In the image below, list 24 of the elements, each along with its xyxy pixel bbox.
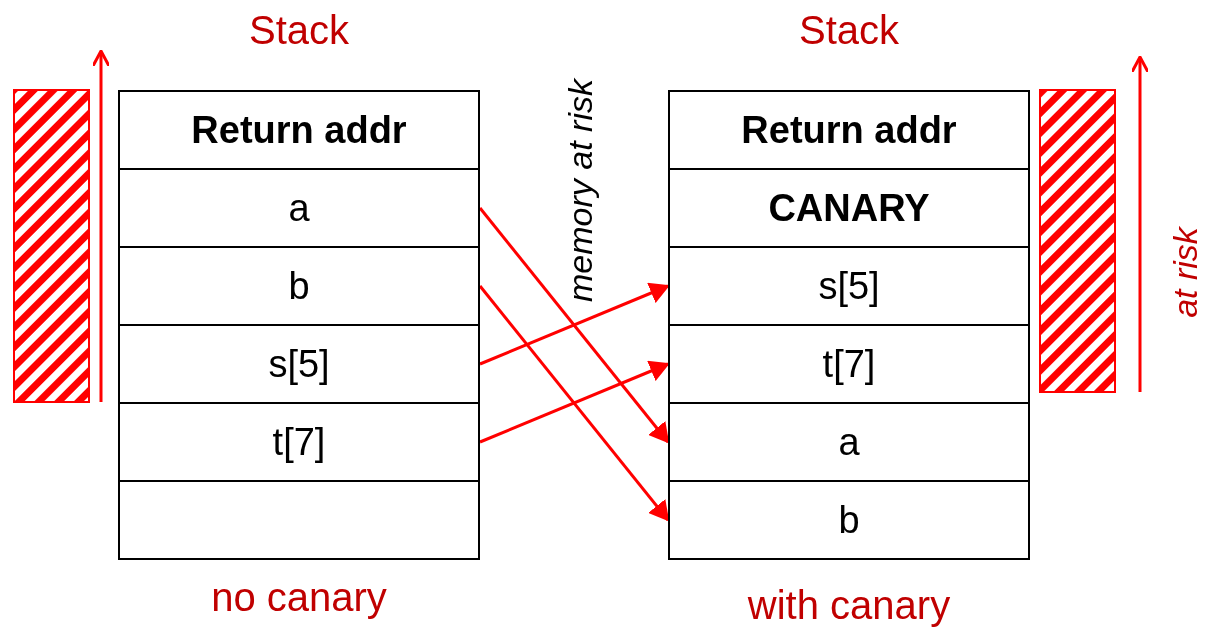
stack-slot: a (118, 168, 480, 248)
hatched-risk-bar (13, 89, 90, 403)
stack-slot: Return addr (668, 90, 1030, 170)
rotated-label: at risk (1165, 226, 1205, 318)
stack-slot: b (118, 246, 480, 326)
stack-slot: a (668, 402, 1030, 482)
stack-slot: s[5] (118, 324, 480, 404)
stack-slot: b (668, 480, 1030, 560)
empty-stack-slot (118, 480, 480, 560)
rotated-label: memory at risk (560, 78, 600, 302)
stack-title: Stack (247, 8, 350, 53)
stack-slot: CANARY (668, 168, 1030, 248)
hatched-risk-bar (1039, 89, 1116, 393)
arrow (478, 207, 670, 444)
stack-slot: t[7] (668, 324, 1030, 404)
stack-caption: no canary (210, 575, 388, 620)
arrow (479, 360, 670, 444)
arrow (479, 282, 670, 366)
stack-slot: t[7] (118, 402, 480, 482)
stack-title: Stack (797, 8, 900, 53)
stack-caption: with canary (746, 583, 952, 628)
arrow (478, 285, 670, 522)
stack-slot: Return addr (118, 90, 480, 170)
stack-slot: s[5] (668, 246, 1030, 326)
